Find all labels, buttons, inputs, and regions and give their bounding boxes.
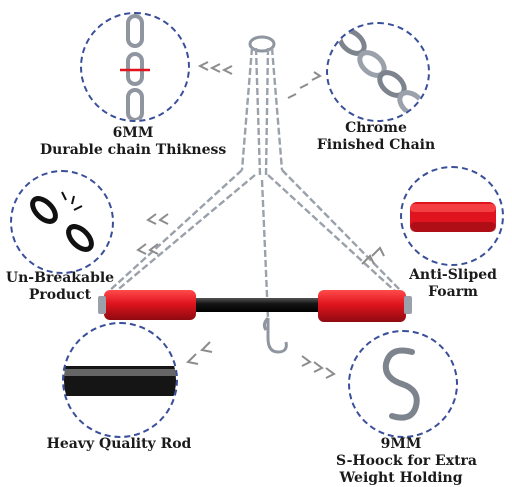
- arrows: [136, 61, 385, 379]
- s-hook-size: 9MM: [380, 436, 422, 452]
- anti-slip-circle: [400, 166, 504, 266]
- anti-slip-label: Anti-Sliped Foarm: [400, 267, 506, 301]
- chain-thickness-circle: [80, 12, 190, 122]
- chrome-chain-icon: [337, 28, 427, 118]
- chrome-line1: Chrome: [345, 120, 407, 136]
- s-hook-icon: [382, 347, 420, 421]
- chrome-chain-circle: [326, 22, 430, 122]
- chain-thickness-label: 6MM Durable chain Thikness: [40, 125, 226, 159]
- bar-rod: [190, 298, 324, 312]
- rod-label: Heavy Quality Rod: [34, 436, 204, 453]
- broken-chain-icon: [30, 191, 94, 252]
- chrome-line2: Finished Chain: [316, 137, 436, 153]
- foam-grip-left: [104, 290, 196, 320]
- s-hook-circle: [348, 330, 458, 438]
- rod-closeup-icon: [64, 366, 176, 396]
- unbreakable-line2: Product: [28, 287, 92, 303]
- product-infographic: 6MM Durable chain Thikness Chrome Finish…: [4, 12, 506, 486]
- s-hook-line3: Weight Holding: [339, 470, 463, 486]
- unbreakable-line1: Un-Breakable: [5, 270, 115, 286]
- foam-grip-icon: [410, 202, 496, 232]
- chain-closeup-icon: [120, 14, 150, 120]
- rod-circle: [62, 322, 178, 438]
- s-hook-line2: S-Hoock for Extra: [336, 453, 477, 469]
- center-hook: [266, 318, 288, 354]
- product-illustration: [98, 35, 412, 379]
- unbreakable-circle: [10, 170, 114, 274]
- chain-thickness-text: Durable chain Thikness: [40, 142, 227, 158]
- s-hook-label: 9MM S-Hoock for Extra Weight Holding: [336, 436, 477, 487]
- top-ring: [248, 35, 276, 53]
- chains: [107, 47, 403, 319]
- chain-thickness-size: 6MM: [112, 125, 154, 141]
- anti-slip-line1: Anti-Sliped: [409, 267, 497, 283]
- foam-grip-right: [318, 290, 406, 322]
- rod-text: Heavy Quality Rod: [46, 436, 192, 452]
- chrome-label: Chrome Finished Chain: [316, 120, 436, 154]
- anti-slip-line2: Foarm: [428, 284, 478, 300]
- unbreakable-label: Un-Breakable Product: [4, 270, 116, 304]
